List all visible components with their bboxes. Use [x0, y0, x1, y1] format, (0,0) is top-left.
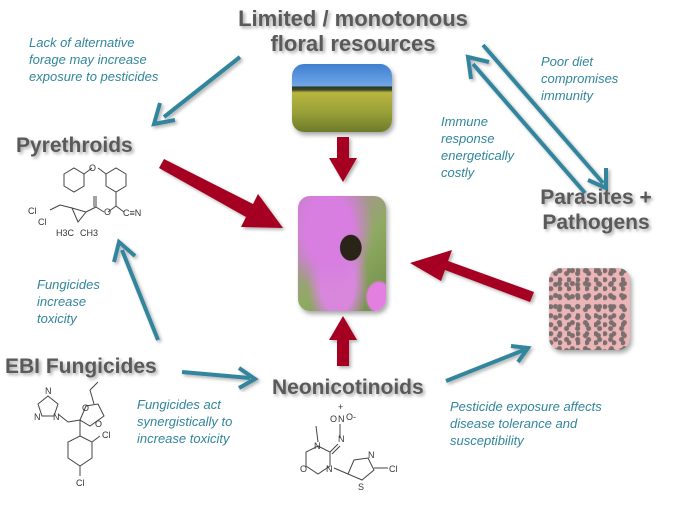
arrow-ebi-to-pyrethroids: [112, 238, 160, 341]
atom-label: Cl: [38, 217, 47, 227]
arrow-neonics-to-parasites: [445, 344, 532, 383]
thiamethoxam-molecule: O + N O- N N N O N S Cl: [300, 402, 398, 492]
arrow-floral-to-bee: [329, 137, 357, 182]
atom-label: O: [95, 419, 102, 429]
floral-title-line2: floral resources: [270, 31, 436, 56]
parasites-pathogens-title: Parasites + Pathogens: [526, 185, 666, 235]
atom-label: N: [326, 464, 333, 474]
note-pesticide-exposure: Pesticide exposure affects disease toler…: [450, 399, 602, 448]
atom-label: CH3: [80, 228, 98, 238]
atom-label: N: [314, 441, 321, 451]
atom-label: C≡N: [123, 208, 141, 218]
note-lack-of-forage: Lack of alternative forage may increase …: [29, 35, 159, 84]
note-poor-diet: Poor diet compromises immunity: [541, 54, 619, 103]
parasites-title-line1: Parasites +: [540, 186, 652, 209]
arrow-parasites-to-bee: [410, 250, 534, 302]
note-immune-response: Immune response energetically costly: [441, 114, 514, 180]
floral-title-line1: Limited / monotonous: [238, 6, 468, 31]
note-fungicides-synergy: Fungicides act synergistically to increa…: [137, 397, 233, 446]
atom-label: O: [300, 464, 307, 474]
neonicotinoids-title: Neonicotinoids: [272, 376, 424, 399]
atom-label: O: [89, 163, 96, 173]
atom-label: O: [330, 414, 337, 424]
atom-label: Cl: [76, 478, 85, 488]
parasites-title-line2: Pathogens: [542, 211, 650, 234]
atom-label: N: [34, 412, 41, 422]
atom-label: N: [368, 450, 375, 460]
atom-label: H3C: [56, 228, 75, 238]
atom-label: N: [338, 414, 345, 424]
ebi-fungicides-title: EBI Fungicides: [5, 355, 157, 378]
arrow-floral-to-parasites: [481, 43, 608, 192]
atom-label: N: [45, 386, 52, 396]
arrow-neonics-to-bee: [329, 316, 357, 366]
ebi-fungicide-molecule: N N N O O Cl Cl: [34, 381, 111, 488]
wheat-field-photo: [292, 64, 392, 132]
microscope-cells-photo: [549, 268, 630, 350]
floral-resources-title: Limited / monotonous floral resources: [228, 6, 478, 56]
atom-label: N: [53, 412, 60, 422]
atom-label: N: [338, 434, 345, 444]
arrow-parasites-to-floral: [465, 54, 587, 195]
pyrethroids-title: Pyrethroids: [16, 134, 133, 157]
atom-label: O: [104, 207, 111, 217]
arrow-floral-to-pyrethroids: [151, 55, 242, 127]
atom-label: +: [338, 402, 343, 412]
bumblebee-on-flower-photo: [298, 196, 386, 311]
atom-label: Cl: [102, 430, 111, 440]
atom-label: O: [82, 403, 89, 413]
atom-label: S: [358, 482, 364, 492]
atom-label: Cl: [389, 464, 398, 474]
arrow-ebi-to-neonics: [181, 366, 259, 390]
note-fungicides-increase-toxicity: Fungicides increase toxicity: [37, 277, 100, 326]
atom-label: Cl: [28, 206, 37, 216]
arrow-pyrethroids-to-bee: [159, 159, 283, 228]
pyrethroid-molecule: O O C≡N Cl Cl H3C CH3: [28, 163, 141, 238]
atom-label: O-: [346, 412, 356, 422]
